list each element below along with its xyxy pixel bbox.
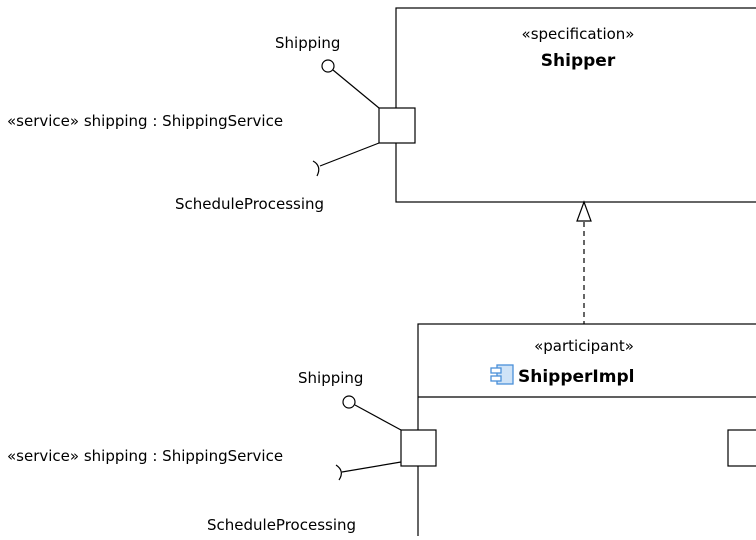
shipper-impl-component[interactable]: «participant» ShipperImpl bbox=[417, 323, 756, 540]
shipper-impl-provided-connector bbox=[354, 404, 402, 431]
shipper-stereotype: «specification» bbox=[522, 25, 635, 43]
shipper-required-interface-label: ScheduleProcessing bbox=[175, 195, 324, 213]
shipper-class[interactable]: «specification» Shipper bbox=[395, 7, 756, 203]
component-icon bbox=[490, 364, 514, 385]
shipper-required-interface-icon[interactable] bbox=[312, 160, 320, 177]
shipper-impl-required-connector bbox=[341, 461, 402, 473]
shipper-impl-port-label: «service» shipping : ShippingService bbox=[7, 447, 283, 465]
shipper-impl-port-group[interactable]: Shipping «service» shipping : ShippingSe… bbox=[7, 369, 437, 534]
shipper-provided-interface-icon[interactable] bbox=[321, 59, 335, 73]
shipper-provided-interface-label: Shipping bbox=[275, 34, 340, 52]
shipper-impl-right-port[interactable] bbox=[727, 429, 756, 467]
shipper-impl-provided-interface-label: Shipping bbox=[298, 369, 363, 387]
shipper-impl-port[interactable] bbox=[400, 429, 437, 467]
shipper-port-label: «service» shipping : ShippingService bbox=[7, 112, 283, 130]
shipper-impl-stereotype: «participant» bbox=[534, 337, 634, 355]
shipper-impl-name: ShipperImpl bbox=[518, 367, 634, 387]
shipper-name: Shipper bbox=[541, 51, 616, 71]
shipper-impl-box[interactable] bbox=[417, 323, 756, 540]
realization-arrowhead-icon bbox=[576, 200, 592, 222]
shipper-provided-connector bbox=[332, 69, 380, 109]
shipper-box[interactable] bbox=[395, 7, 756, 203]
shipper-port-group[interactable]: Shipping «service» shipping : ShippingSe… bbox=[7, 34, 416, 213]
shipper-impl-required-interface-icon[interactable] bbox=[335, 464, 342, 481]
shipper-port[interactable] bbox=[378, 107, 416, 144]
shipper-required-connector bbox=[319, 142, 380, 167]
shipper-impl-required-interface-label: ScheduleProcessing bbox=[207, 516, 356, 534]
realization-relationship[interactable] bbox=[576, 200, 592, 324]
shipper-impl-provided-interface-icon[interactable] bbox=[342, 395, 356, 409]
